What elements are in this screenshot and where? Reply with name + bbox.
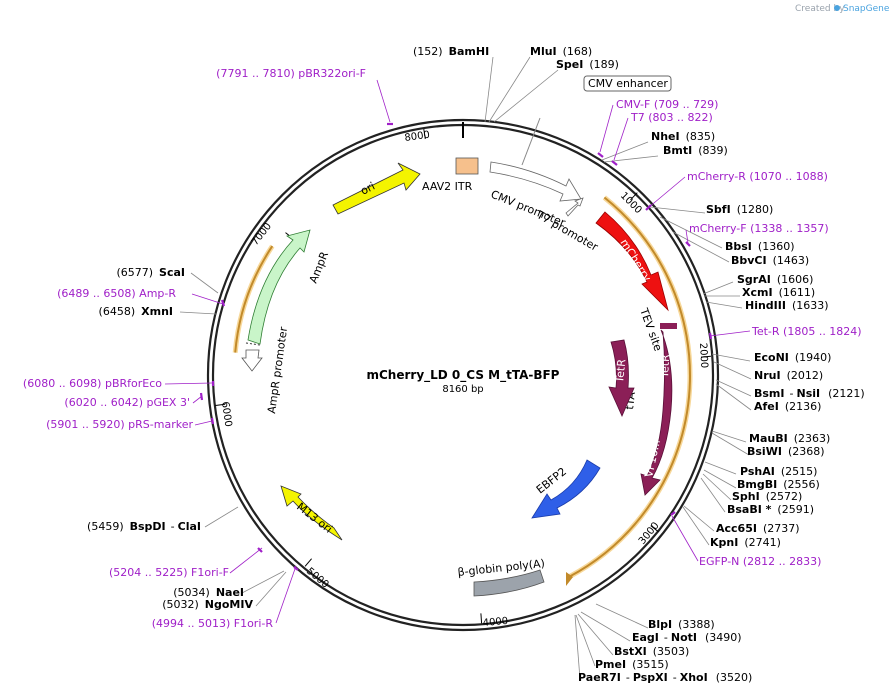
ebfp2-feature-arrow xyxy=(531,459,601,519)
globin-polya-box xyxy=(473,569,545,597)
site-bsiwi: BsiWI(2368) xyxy=(747,445,825,458)
site-blpi: BlpI(3388) xyxy=(648,618,715,631)
snapgene-logo-icon xyxy=(834,5,840,11)
tick-label-6000: 6000 xyxy=(219,401,233,428)
credit-brand: SnapGene xyxy=(843,4,890,14)
site-xmni: (6458)XmnI xyxy=(99,305,173,318)
site-xcmi: XcmI(1611) xyxy=(742,286,815,299)
primer-amp-r: (6489 .. 6508) Amp-R xyxy=(57,287,176,300)
site-nhei: NheI(835) xyxy=(651,130,715,143)
site-acc65i: Acc65I(2737) xyxy=(716,522,800,535)
site-bstxi: BstXI(3503) xyxy=(614,645,689,658)
site-bbvci: BbvCI(1463) xyxy=(731,254,809,267)
tetr-inner-label: TetR xyxy=(613,358,629,384)
orf-arrow-right xyxy=(566,572,573,586)
mcherry-feature-arrow xyxy=(595,211,669,312)
site-bsabi: BsaBI *(2591) xyxy=(727,503,814,516)
ampr-feature-arrow xyxy=(247,229,311,345)
m13-ori-label: M13 ori xyxy=(294,500,335,536)
site-bamhi: (152)BamHI xyxy=(413,45,489,58)
primer-cmv-f: CMV-F (709 .. 729) xyxy=(616,98,718,111)
site-sphi: SphI(2572) xyxy=(732,490,802,503)
primer-ticks xyxy=(199,122,713,571)
site-kpni: KpnI(2741) xyxy=(710,536,781,549)
site-connectors-left xyxy=(179,272,287,607)
tev-site-box xyxy=(660,323,677,329)
primer-pbrforeco: (6080 .. 6098) pBRforEco xyxy=(23,377,162,390)
site-bbsi: BbsI(1360) xyxy=(725,240,794,253)
cmv-enhancer-box xyxy=(583,75,672,92)
site-bmgbi: BmgBI(2556) xyxy=(737,478,820,491)
primer-prs-marker: (5901 .. 5920) pRS-marker xyxy=(46,418,193,431)
site-spei: SpeI(189) xyxy=(556,58,619,71)
tick-marks xyxy=(215,129,711,624)
site-connectors-right xyxy=(484,56,752,680)
site-pshai: PshAI(2515) xyxy=(740,465,817,478)
site-econi: EcoNI(1940) xyxy=(754,351,831,364)
tetr-outer-feature-arrow xyxy=(640,329,673,496)
tick-label-2000: 2000 xyxy=(697,343,709,369)
primer-t7: T7 (803 .. 822) xyxy=(630,111,713,124)
ori-feature-arrow xyxy=(332,162,421,215)
aav2-itr-label: AAV2 ITR xyxy=(422,180,473,193)
site-pmei: PmeI(3515) xyxy=(595,658,669,671)
tev-site-label: TEV site xyxy=(637,306,665,353)
site-bmti: BmtI(839) xyxy=(663,144,728,157)
restriction-sites-left: (6577)ScaI (6458)XmnI (5459)BspDI-ClaI (… xyxy=(87,266,253,611)
cmv-enhancer-connector xyxy=(521,117,541,166)
t7-promoter-arrow xyxy=(565,197,584,217)
site-nrui: NruI(2012) xyxy=(754,369,823,382)
m13-ori-feature-arrow xyxy=(280,485,343,541)
site-afei: AfeI(2136) xyxy=(754,400,821,413)
primer-pbr322ori-f: (7791 .. 7810) pBR322ori-F xyxy=(216,67,366,80)
tick-label-8000: 8000 xyxy=(404,130,431,144)
primer-pgex-3: (6020 .. 6042) pGEX 3' xyxy=(64,396,190,409)
tetr-outer-label: TetR xyxy=(658,354,672,380)
site-eagi-noti: EagI-NotI(3490) xyxy=(632,631,742,644)
orf-arc-right xyxy=(568,196,691,578)
primer-mcherry-f: mCherry-F (1338 .. 1357) xyxy=(689,222,829,235)
tick-label-7000: 7000 xyxy=(250,221,274,248)
site-mlui: MluI(168) xyxy=(530,45,592,58)
site-bsmi-nsii: BsmI-NsiI(2121) xyxy=(754,387,865,400)
primer-f1ori-f: (5204 .. 5225) F1ori-F xyxy=(109,566,229,579)
credit-text: Created by xyxy=(795,4,845,14)
site-ngomiv: (5032)NgoMIV xyxy=(162,598,253,611)
site-scai: (6577)ScaI xyxy=(116,266,185,279)
cmv-enhancer-label: CMV enhancer xyxy=(588,77,668,90)
ampr-label: AmpR xyxy=(307,249,331,285)
site-maubi: MauBI(2363) xyxy=(749,432,830,445)
tetr-inner-feature-arrow xyxy=(608,339,635,417)
site-sgrai: SgrAI(1606) xyxy=(737,273,813,286)
site-bspdi-clai: (5459)BspDI-ClaI xyxy=(87,520,201,533)
primer-connectors xyxy=(164,79,751,624)
cmv-promoter-arrow xyxy=(489,161,582,202)
site-naei: (5034)NaeI xyxy=(173,586,244,599)
aav2-itr-box xyxy=(455,157,479,175)
site-sbfi: SbfI(1280) xyxy=(706,203,773,216)
site-hindiii: HindIII(1633) xyxy=(745,299,829,312)
primer-f1ori-r: (4994 .. 5013) F1ori-R xyxy=(152,617,274,630)
tick-label-4000: 4000 xyxy=(482,616,508,629)
plasmid-size: 8160 bp xyxy=(442,384,483,395)
ampr-promoter-arrow xyxy=(241,349,263,372)
ori-label: ori xyxy=(358,180,377,198)
plasmid-name: mCherry_LD 0_CS M_tTA-BFP xyxy=(367,368,560,383)
primer-tet-r: Tet-R (1805 .. 1824) xyxy=(751,325,862,338)
site-paer7i-pspxi-xhoi: PaeR7I-PspXI-XhoI(3520) xyxy=(578,671,752,684)
orf-arc-left xyxy=(234,245,274,353)
primer-egfp-n: EGFP-N (2812 .. 2833) xyxy=(699,555,821,568)
ampr-promoter-label: AmpR promoter xyxy=(265,326,290,415)
primer-labels: (7791 .. 7810) pBR322ori-F CMV-F (709 ..… xyxy=(23,67,862,630)
restriction-sites-right: (152)BamHI MluI(168) SpeI(189) NheI(835)… xyxy=(413,45,865,684)
backbone-outer xyxy=(206,118,720,632)
primer-mcherry-r: mCherry-R (1070 .. 1088) xyxy=(687,170,828,183)
